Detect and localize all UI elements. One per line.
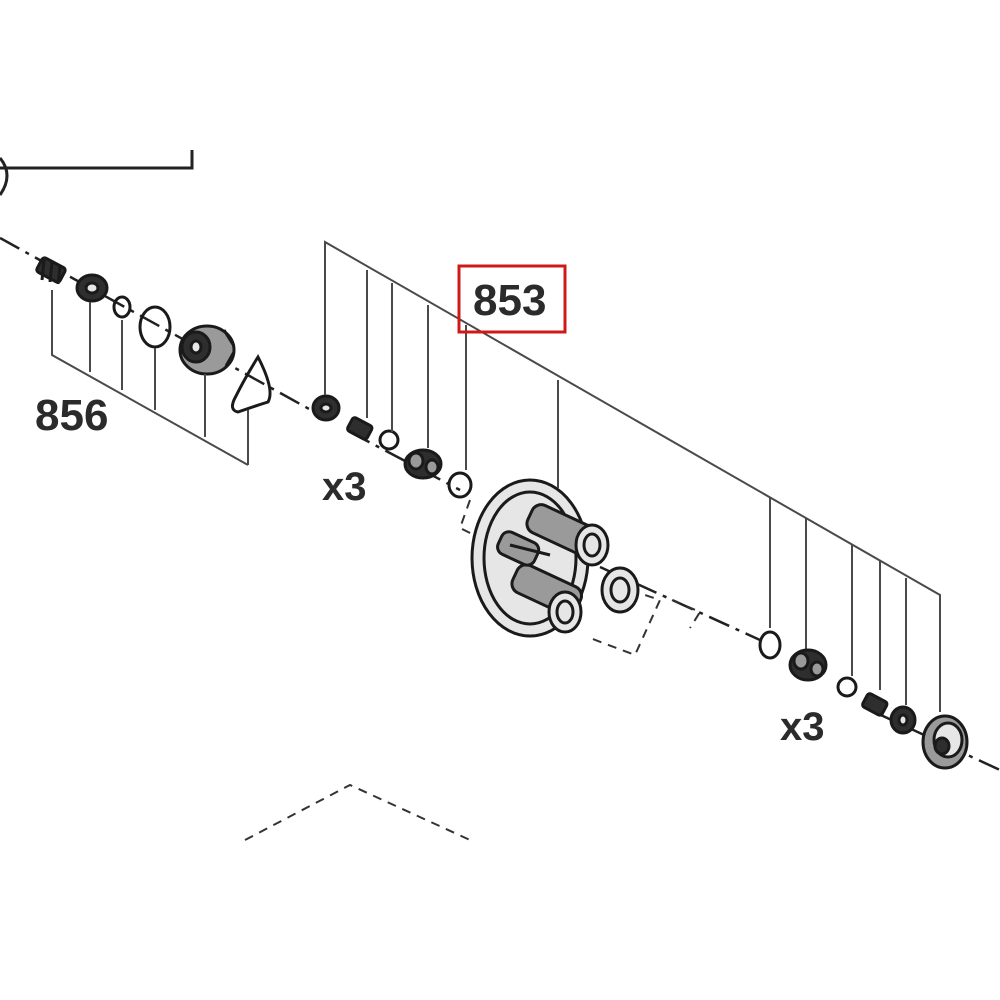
set-screw-icon[interactable]: [35, 256, 67, 285]
hub-icon[interactable]: [470, 478, 640, 638]
washer-icon[interactable]: [836, 676, 858, 698]
leader-lines-856: [51, 290, 249, 466]
triangular-spring-icon[interactable]: [231, 353, 272, 414]
nut-icon[interactable]: [311, 394, 341, 422]
leader-lines-853: [324, 240, 941, 712]
bottom-dashed-fragment: [244, 783, 471, 841]
o-ring-icon[interactable]: [758, 630, 782, 660]
set-screw-icon[interactable]: [861, 692, 889, 717]
quantity-label-left: x3: [322, 465, 367, 509]
o-ring-icon[interactable]: [447, 471, 473, 499]
callout-highlight-box: [457, 264, 567, 334]
part-number-853: 853: [473, 276, 546, 325]
nut-icon[interactable]: [889, 705, 917, 735]
sleeve-icon[interactable]: [403, 448, 443, 480]
quantity-label-right: x3: [780, 705, 825, 749]
callout-853[interactable]: 853: [457, 264, 567, 334]
bearing-icon[interactable]: [921, 714, 969, 770]
housing-frame-fragment: [0, 150, 194, 196]
set-screw-icon[interactable]: [346, 416, 374, 441]
sleeve-icon[interactable]: [788, 648, 828, 682]
nut-icon[interactable]: [75, 273, 109, 303]
washer-icon[interactable]: [112, 295, 132, 319]
part-number-856: 856: [35, 391, 108, 440]
washer-icon[interactable]: [378, 429, 400, 451]
retaining-ring-icon[interactable]: [138, 305, 172, 349]
bushing-icon[interactable]: [178, 324, 236, 376]
